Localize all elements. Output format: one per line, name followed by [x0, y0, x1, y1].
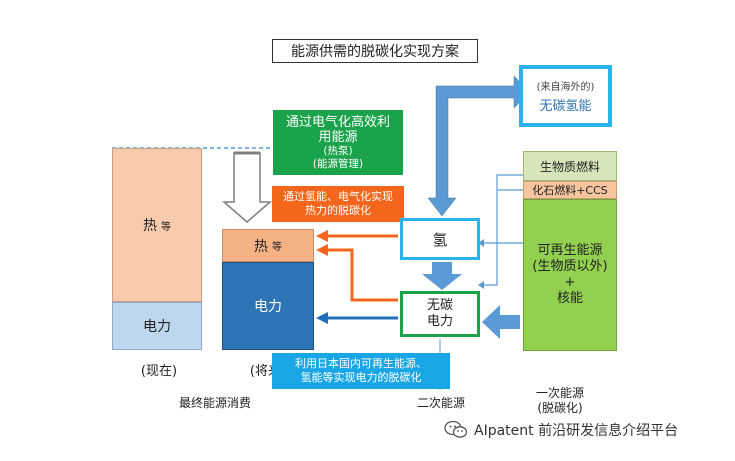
page-title: 能源供需的脱碳化实现方案 [272, 39, 478, 63]
heat-decarbon-callout: 通过氢能、电气化实现 热力的脱碳化 [272, 186, 404, 222]
electrification-line1: 通过电气化高效利 [285, 114, 390, 130]
renewable-nuclear-block: 可再生能源 (生物质以外) + 核能 [523, 199, 617, 351]
power-decarbon-line1: 利用日本国内可再生能源、 [295, 357, 427, 370]
label-secondary-energy: 二次能源 [416, 396, 465, 410]
carbon-free-power-line1: 无碳 [426, 298, 453, 313]
current-heat-block: 热等 [112, 148, 202, 302]
future-power-block: 电力 [222, 262, 314, 350]
electrification-line3: (热泵) [323, 144, 353, 157]
current-power-block: 电力 [112, 302, 202, 350]
heat-decarbon-line1: 通过氢能、电气化实现 [283, 190, 393, 203]
fossil-ccs-block: 化石燃料+CCS [523, 181, 617, 199]
overseas-hydrogen-box: (来自海外的) 无碳氢能 [519, 65, 612, 127]
overseas-to-hydrogen-arrow [427, 75, 531, 217]
current-heat-suffix: 等 [161, 221, 171, 233]
carbon-free-power-box: 无碳 电力 [400, 291, 480, 337]
electrification-line2: 用能源 [318, 129, 358, 145]
label-current: (现在) [140, 364, 178, 379]
primary-to-hydrogen-connectors [484, 174, 523, 286]
renewable-plus: + [564, 275, 576, 290]
hydrogen-box: 氢 [400, 218, 480, 260]
hydrogen-to-power-arrow [422, 262, 462, 290]
electrification-line4: (能源管理) [312, 157, 364, 170]
nuclear-label: 核能 [556, 291, 583, 306]
renewable-line1: 可再生能源 [537, 243, 603, 258]
label-final-consumption: 最终能源消费 [178, 396, 251, 410]
electrification-callout: 通过电气化高效利 用能源 (热泵) (能源管理) [273, 110, 403, 175]
power-decarbon-callout: 利用日本国内可再生能源、 氢能等实现电力的脱碳化 [272, 353, 450, 389]
current-heat-label: 热 [143, 218, 157, 234]
renewable-line2: (生物质以外) [532, 259, 608, 274]
overseas-main: 无碳氢能 [539, 99, 592, 114]
reduction-arrow [221, 152, 273, 223]
future-heat-suffix: 等 [272, 242, 282, 253]
future-power-label: 电力 [254, 299, 282, 315]
heat-decarbon-line2: 热力的脱碳化 [305, 204, 371, 217]
primary-label-line2: (脱碳化) [537, 401, 583, 415]
future-heat-block: 热等 [222, 229, 314, 262]
biofuel-block: 生物质燃料 [523, 151, 617, 181]
watermark: AIpatent 前沿研发信息介绍平台 [444, 418, 734, 442]
watermark-text: AIpatent 前沿研发信息介绍平台 [474, 423, 679, 439]
future-heat-label: 热 [254, 238, 268, 255]
carbon-free-power-line2: 电力 [426, 314, 453, 329]
current-power-label: 电力 [143, 319, 171, 335]
label-primary-energy: 一次能源 (脱碳化) [510, 386, 610, 416]
renewable-to-power-arrow [482, 305, 520, 339]
power-decarbon-line2: 氢能等实现电力的脱碳化 [300, 371, 422, 384]
overseas-sub: (来自海外的) [536, 82, 595, 93]
wechat-icon [444, 420, 468, 440]
primary-label-line1: 一次能源 [535, 386, 584, 400]
